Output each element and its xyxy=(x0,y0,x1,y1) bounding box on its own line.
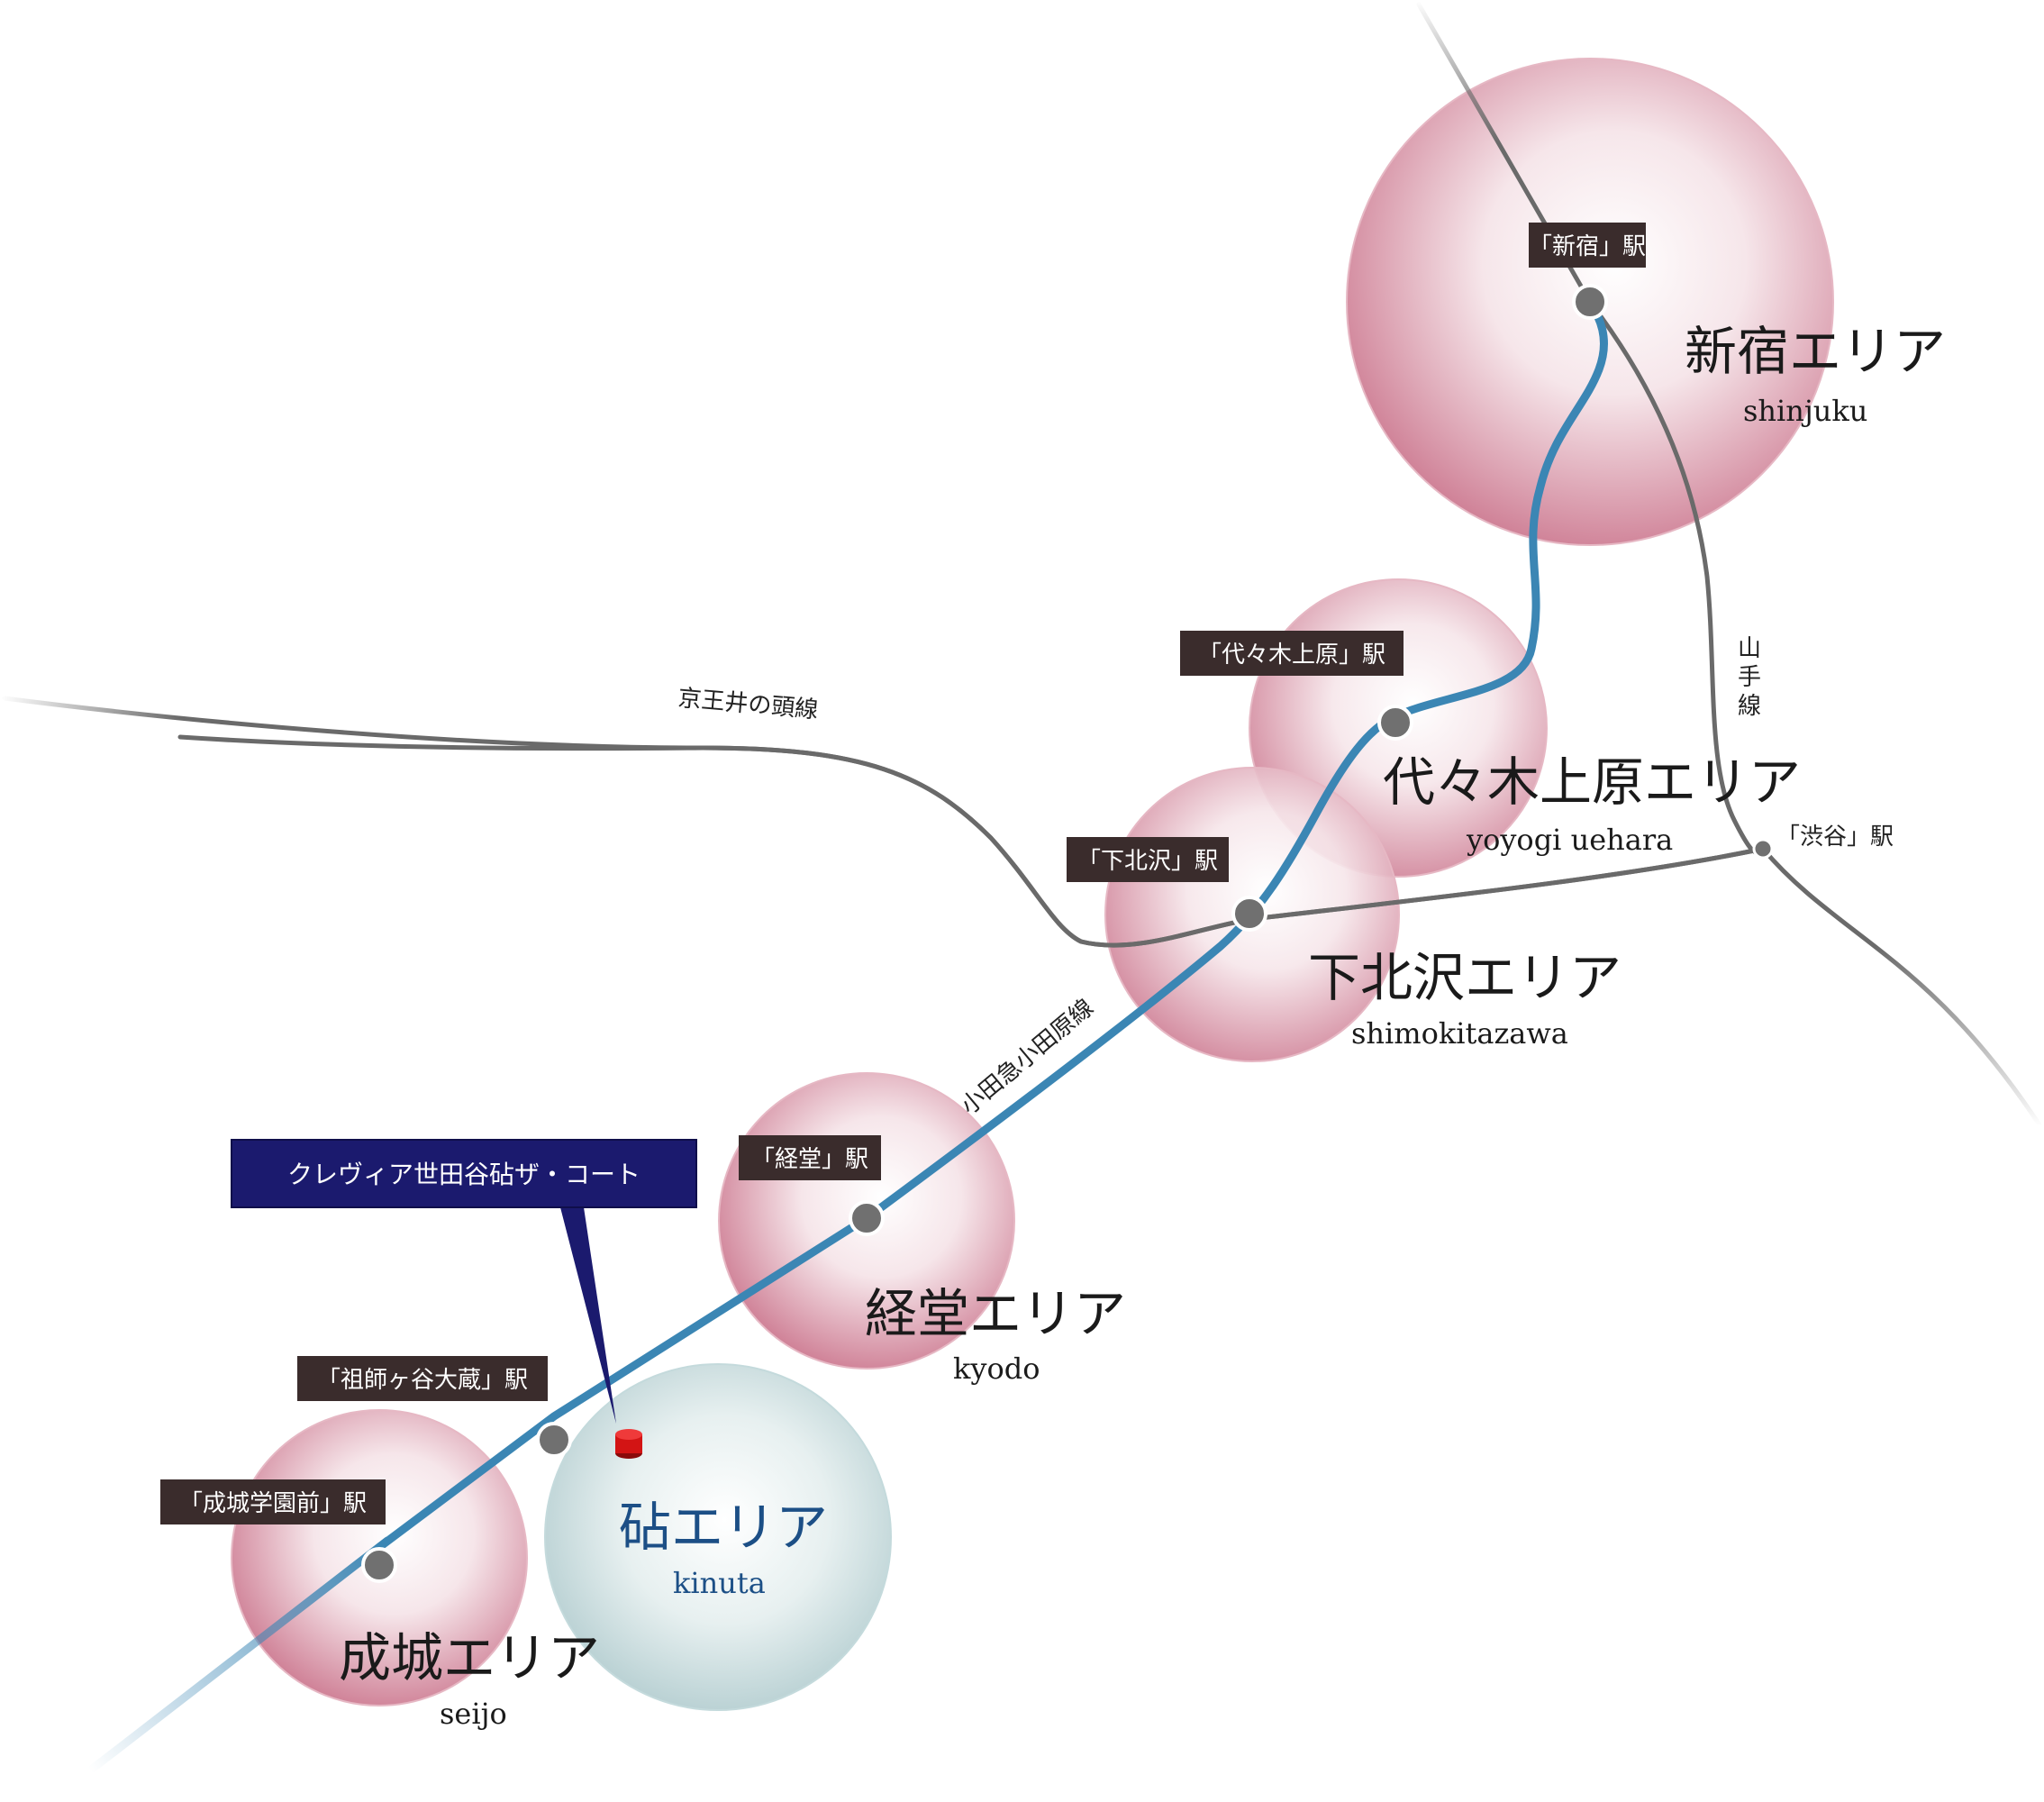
shimokita-station-text: 「下北沢」駅 xyxy=(1077,848,1218,875)
yoyogi-station-label: 「代々木上原」駅 xyxy=(1180,631,1404,676)
kyodo-area-romaji: kyodo xyxy=(953,1352,1040,1386)
property-name: クレヴィア世田谷砧ザ・コート xyxy=(287,1160,640,1189)
property-callout-pointer xyxy=(560,1207,616,1424)
kyodo-station-text: 「経堂」駅 xyxy=(751,1146,868,1173)
shibuya-station-text: 「渋谷」駅 xyxy=(1776,824,1894,851)
kyodo-station-label: 「経堂」駅 xyxy=(739,1135,881,1180)
shinjuku-area-name: 新宿エリア xyxy=(1685,321,1946,382)
kyodo-station-dot xyxy=(849,1200,885,1236)
area-labels: 新宿エリア shinjuku 代々木上原エリア yoyogi uehara 下北… xyxy=(339,321,1946,1731)
seijo-area-name: 成城エリア xyxy=(339,1627,600,1688)
odakyu-line-tail xyxy=(86,1536,392,1775)
kinuta-area-romaji: kinuta xyxy=(673,1566,766,1600)
property-marker xyxy=(615,1429,642,1459)
seijo-station-text: 「成城学園前」駅 xyxy=(179,1490,367,1517)
kyodo-area-name: 経堂エリア xyxy=(865,1283,1126,1344)
station-labels: 「新宿」駅 「代々木上原」駅 「下北沢」駅 「経堂」駅 「祖師ヶ谷大蔵」駅 「成… xyxy=(160,223,1894,1524)
yamanote-line-south xyxy=(1760,846,2043,1129)
soshigaya-station-dot xyxy=(536,1422,572,1458)
shibuya-station-dot xyxy=(1752,838,1774,860)
shinjuku-station-label: 「新宿」駅 xyxy=(1529,223,1646,268)
yoyogi-station-dot xyxy=(1377,705,1413,741)
seijo-station-label: 「成城学園前」駅 xyxy=(160,1479,386,1524)
keio-inokashira-label: 京王井の頭線 xyxy=(677,685,819,724)
kinuta-area-name: 砧エリア xyxy=(619,1497,828,1558)
seijo-area-romaji: seijo xyxy=(440,1697,507,1731)
soshigaya-station-text: 「祖師ヶ谷大蔵」駅 xyxy=(317,1367,528,1394)
shimokita-station-dot xyxy=(1231,896,1267,932)
seijo-station-dot xyxy=(361,1547,397,1583)
property-callout: クレヴィア世田谷砧ザ・コート xyxy=(231,1139,697,1424)
yamanote-label-char: 山 xyxy=(1738,635,1761,662)
shimokita-area-name: 下北沢エリア xyxy=(1308,947,1622,1008)
keio-inokashira-line-solid xyxy=(177,734,1766,948)
yoyogi-area-romaji: yoyogi uehara xyxy=(1466,823,1673,857)
other-lines xyxy=(2,2,2043,1129)
shimokita-area-romaji: shimokitazawa xyxy=(1351,1016,1568,1051)
yamanote-line xyxy=(1587,299,1766,856)
shinjuku-station-text: 「新宿」駅 xyxy=(1529,233,1646,260)
property-callout-box xyxy=(231,1139,697,1208)
shinjuku-station-dot xyxy=(1572,284,1608,320)
yamanote-label-char: 手 xyxy=(1738,664,1761,691)
yamanote-label: 山 手 線 xyxy=(1738,635,1761,720)
shinjuku-area-romaji: shinjuku xyxy=(1743,394,1867,428)
soshigaya-station-label: 「祖師ヶ谷大蔵」駅 xyxy=(297,1356,548,1401)
station-dots xyxy=(361,284,1774,1583)
yamanote-label-char: 線 xyxy=(1738,693,1761,720)
yoyogi-station-text: 「代々木上原」駅 xyxy=(1198,642,1385,669)
shimokita-station-label: 「下北沢」駅 xyxy=(1067,837,1229,882)
yoyogi-area-name: 代々木上原エリア xyxy=(1383,751,1801,813)
